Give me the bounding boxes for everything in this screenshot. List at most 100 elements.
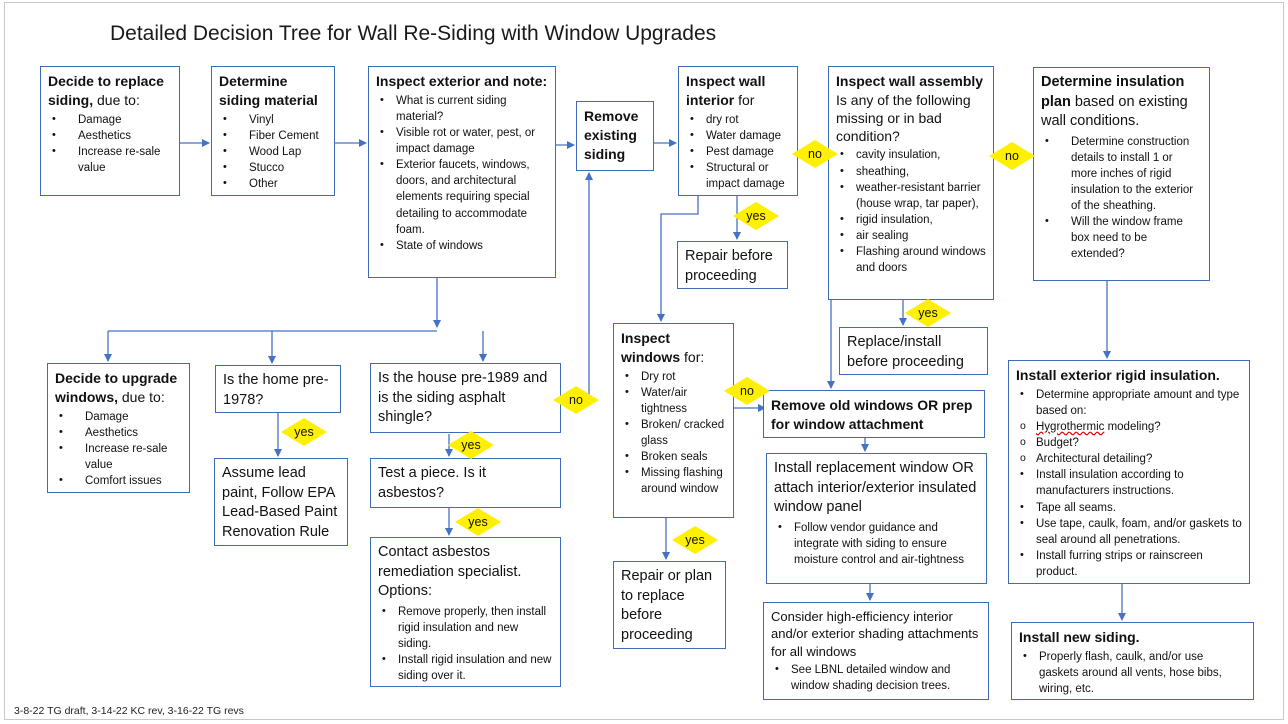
install-new-siding-box: Install new siding. Properly flash, caul… xyxy=(1011,622,1254,700)
pre-1978-question-box: Is the home pre-1978? xyxy=(215,365,341,413)
list-item: Visible rot or water, pest, or impact da… xyxy=(376,125,548,157)
box-heading: Install new siding. xyxy=(1019,629,1140,645)
remove-old-windows-box: Remove old windows OR prep for window at… xyxy=(763,390,985,438)
list-item: Other xyxy=(219,176,327,192)
box-heading: Remove existing siding xyxy=(584,108,639,162)
lead-paint-box: Assume lead paint, Follow EPA Lead-Based… xyxy=(214,458,348,546)
box-heading: Remove old windows OR prep for window at… xyxy=(771,397,973,432)
list-item: Fiber Cement xyxy=(219,128,327,144)
list-item: Determine appropriate amount and type ba… xyxy=(1016,387,1242,419)
windows-list: Dry rot Water/air tightness Broken/ crac… xyxy=(621,369,726,498)
list-item: Exterior faucets, windows, doors, and ar… xyxy=(376,157,548,237)
list-item: Tape all seams. xyxy=(1016,500,1242,516)
list-item: dry rot xyxy=(686,112,790,128)
list-item: weather-resistant barrier (house wrap, t… xyxy=(836,180,986,212)
list-item: Wood Lap xyxy=(219,144,327,160)
box-text: Contact asbestos remediation specialist. xyxy=(378,544,522,580)
remove-existing-siding-box: Remove existing siding xyxy=(576,101,654,171)
replace-install-box: Replace/install before proceeding xyxy=(839,327,988,375)
box-heading-tail: for xyxy=(734,91,755,108)
interior-list: dry rot Water damage Pest damage Structu… xyxy=(686,112,790,192)
list-item: What is current siding material? xyxy=(376,93,548,125)
list-item: State of windows xyxy=(376,238,548,254)
plan-list: Determine construction details to instal… xyxy=(1041,134,1202,263)
slide-frame xyxy=(4,2,1284,720)
list-item: Follow vendor guidance and integrate wit… xyxy=(774,520,979,568)
list-item: Damage xyxy=(48,112,172,128)
box-text: Repair or plan to replace before proceed… xyxy=(621,568,713,643)
box-text: Repair before proceeding xyxy=(685,248,773,284)
list-item: Install furring strips or rainscreen pro… xyxy=(1016,548,1242,580)
list-item: Vinyl xyxy=(219,112,327,128)
arrow-interior-to-windows xyxy=(657,196,699,322)
list-item: Increase re-sale value xyxy=(55,441,182,473)
list-item: See LBNL detailed window and window shad… xyxy=(771,662,981,694)
box-heading: Decide to replace siding, xyxy=(48,73,164,108)
box-heading: Determine insulation plan xyxy=(1041,74,1185,110)
box-subtext: Is any of the following missing or in ba… xyxy=(836,91,971,145)
inspect-windows-box: Inspect windows for: Dry rot Water/air t… xyxy=(613,323,734,518)
box-heading: Inspect wall interior xyxy=(686,73,766,108)
list-item: Water/air tightness xyxy=(621,385,726,417)
install-replacement-window-box: Install replacement window OR attach int… xyxy=(766,453,987,584)
pre-1989-question-box: Is the house pre-1989 and is the siding … xyxy=(370,363,561,433)
box-text: Is the house pre-1989 and is the siding … xyxy=(378,370,548,426)
list-item: Broken seals xyxy=(621,449,726,465)
list-item: Missing flashing around window xyxy=(621,465,726,497)
list-item: Install insulation according to manufact… xyxy=(1016,467,1242,499)
list-item: Aesthetics xyxy=(55,425,182,441)
rigid-list: Determine appropriate amount and type ba… xyxy=(1016,387,1242,580)
box-heading: Install exterior rigid insulation. xyxy=(1016,367,1220,383)
list-item: air sealing xyxy=(836,228,986,244)
repair-or-replace-box: Repair or plan to replace before proceed… xyxy=(613,561,726,649)
list-item: Aesthetics xyxy=(48,128,172,144)
siding-list: Properly flash, caulk, and/or use gasket… xyxy=(1019,649,1246,697)
inspect-wall-interior-box: Inspect wall interior for dry rot Water … xyxy=(678,66,798,196)
list-item: Structural or impact damage xyxy=(686,160,790,192)
list-item: rigid insulation, xyxy=(836,212,986,228)
inspect-wall-assembly-box: Inspect wall assembly Is any of the foll… xyxy=(828,66,994,300)
insulation-plan-box: Determine insulation plan based on exist… xyxy=(1033,67,1210,281)
sub-item-tail: modeling? xyxy=(1104,421,1161,434)
box-heading: Inspect wall assembly xyxy=(836,73,984,89)
box-heading-tail: due to: xyxy=(93,91,140,108)
list-item: Remove properly, then install rigid insu… xyxy=(378,604,553,652)
options-list: Remove properly, then install rigid insu… xyxy=(378,604,553,684)
box-heading-tail: due to: xyxy=(118,388,165,405)
list-item: Properly flash, caulk, and/or use gasket… xyxy=(1019,649,1246,697)
reasons-list: Damage Aesthetics Increase re-sale value… xyxy=(55,409,182,489)
inspect-exterior-box: Inspect exterior and note: What is curre… xyxy=(368,66,556,278)
decide-upgrade-windows-box: Decide to upgrade windows, due to: Damag… xyxy=(47,363,190,493)
list-item: Install rigid insulation and new siding … xyxy=(378,652,553,684)
box-text: Is the home pre-1978? xyxy=(223,372,329,408)
box-heading: Inspect exterior and note: xyxy=(376,73,548,89)
box-heading: Inspect windows xyxy=(621,330,681,365)
list-item: Water damage xyxy=(686,128,790,144)
box-heading: Decide to upgrade windows, xyxy=(55,370,178,405)
list-item: Budget? xyxy=(1016,435,1242,451)
asbestos-remediation-box: Contact asbestos remediation specialist.… xyxy=(370,537,561,687)
box-subtext: Options: xyxy=(378,583,432,600)
install-rigid-insulation-box: Install exterior rigid insulation. Deter… xyxy=(1008,360,1250,584)
box-heading: Determine siding material xyxy=(219,73,318,108)
box-text: Install replacement window OR attach int… xyxy=(774,460,977,516)
determine-siding-material-box: Determine siding material Vinyl Fiber Ce… xyxy=(211,66,335,196)
list-item: Stucco xyxy=(219,160,327,176)
list-item: Pest damage xyxy=(686,144,790,160)
list-item: cavity insulation, xyxy=(836,147,986,163)
list-item: Architectural detailing? xyxy=(1016,451,1242,467)
install-list: Follow vendor guidance and integrate wit… xyxy=(774,520,979,568)
box-text: Replace/install before proceeding xyxy=(847,334,964,370)
list-item: Damage xyxy=(55,409,182,425)
materials-list: Vinyl Fiber Cement Wood Lap Stucco Other xyxy=(219,112,327,192)
inspect-list: What is current siding material? Visible… xyxy=(376,93,548,254)
box-text: Test a piece. Is it asbestos? xyxy=(378,465,486,501)
revision-footer: 3-8-22 TG draft, 3-14-22 KC rev, 3-16-22… xyxy=(14,705,244,717)
box-text: Consider high-efficiency interior and/or… xyxy=(771,609,979,659)
box-heading-tail: for: xyxy=(680,348,705,365)
shading-list: See LBNL detailed window and window shad… xyxy=(771,662,981,694)
reasons-list: Damage Aesthetics Increase re-sale value xyxy=(48,112,172,176)
decide-replace-siding-box: Decide to replace siding, due to: Damage… xyxy=(40,66,180,196)
sub-item-word: Hygrothermic xyxy=(1036,421,1105,434)
list-item: sheathing, xyxy=(836,164,986,180)
